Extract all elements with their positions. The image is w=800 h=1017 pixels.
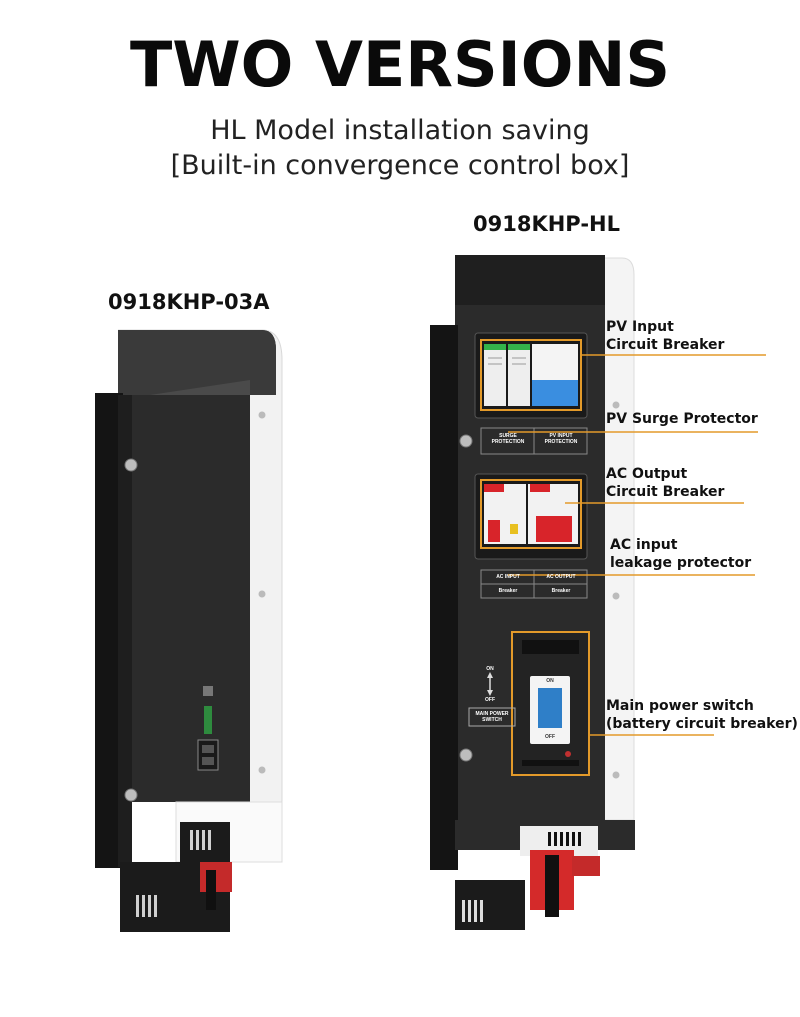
callout-main-power-switch: Main power switch(battery circuit breake… [606, 698, 798, 732]
inverter-03a-unit [95, 329, 283, 932]
subtitle-line-2: [Built-in convergence control box] [170, 150, 630, 181]
ac-output-label: AC OUTPUT [546, 574, 576, 580]
ac-input-label: AC INPUT [496, 574, 520, 580]
switch-on-marker: ON [486, 666, 494, 672]
inverter-hl-unit [430, 255, 635, 930]
switch-off-marker: OFF [485, 697, 495, 703]
callout-lines [508, 354, 766, 736]
breaker-on-text: ON [546, 678, 554, 684]
model-label-hl: 0918KHP-HL [473, 212, 620, 236]
model-label-03a: 0918KHP-03A [108, 290, 270, 314]
subtitle-line-1: HL Model installation saving [210, 115, 590, 146]
page-title: TWO VERSIONS [129, 28, 671, 101]
callout-pv-surge-protector: PV Surge Protector [606, 411, 758, 427]
breaker-off-text: OFF [545, 734, 555, 740]
ac-input-breaker-label: Breaker [498, 588, 518, 594]
ac-output-breaker-label: Breaker [551, 588, 571, 594]
